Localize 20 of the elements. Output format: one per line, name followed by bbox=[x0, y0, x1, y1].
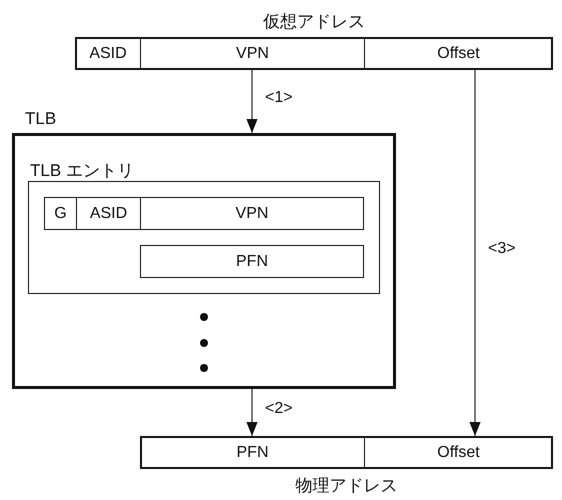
field-cell bbox=[140, 197, 364, 230]
field-label: ASID bbox=[88, 44, 128, 64]
heading-label: TLB エントリ bbox=[30, 160, 134, 182]
field-label: Offset bbox=[436, 44, 481, 64]
heading-label: TLB bbox=[25, 109, 56, 129]
heading-label: 物理アドレス bbox=[294, 475, 398, 497]
heading-label: 仮想アドレス bbox=[262, 11, 366, 33]
field-label: Offset bbox=[436, 442, 481, 462]
arrow bbox=[246, 388, 258, 436]
field-label: PFN bbox=[236, 442, 270, 462]
field-label: ASID bbox=[88, 204, 128, 224]
field-label: PFN bbox=[235, 252, 269, 272]
arrow bbox=[469, 70, 481, 436]
arrow bbox=[246, 70, 258, 134]
field-label: G bbox=[53, 204, 68, 224]
field-cell bbox=[44, 197, 77, 230]
field-cell bbox=[76, 197, 141, 230]
field-label: VPN bbox=[234, 204, 270, 224]
field-cell bbox=[140, 245, 364, 278]
field-label: VPN bbox=[235, 44, 270, 64]
